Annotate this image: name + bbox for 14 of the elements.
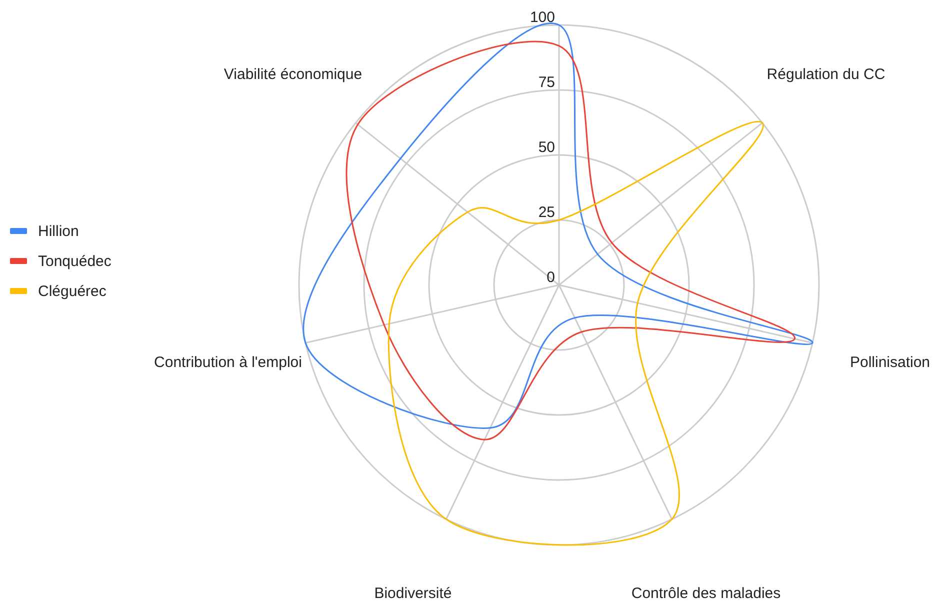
axis-label: Pollinisation [850,354,930,371]
legend-label: Tonquédec [38,253,112,270]
axis-label: Régulation du CC [766,66,886,83]
tick-label: 50 [538,139,555,156]
axis-label: Contribution à l'emploi [154,354,302,371]
axis-label: Biodiversité [374,585,452,601]
tick-label: 25 [538,204,555,221]
legend-label: Hillion [38,223,79,240]
tick-label: 75 [538,74,555,91]
legend-label: Cléguérec [38,283,106,300]
axis-label: Contrôle des maladies [631,585,781,601]
tick-label: 0 [546,269,555,286]
tick-label: 100 [530,9,555,26]
axis-label: Viabilité économique [224,66,362,83]
